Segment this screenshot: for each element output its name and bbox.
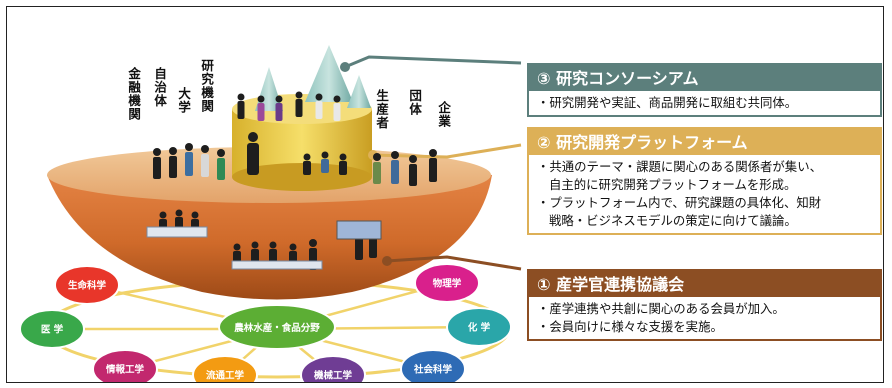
callout-line: 戦略・ビジネスモデルの策定に向けて議論。: [549, 212, 797, 228]
callout-research-platform: ② 研究開発プラットフォーム ・共通のテーマ・課題に関心のある関係者が集い、 自…: [527, 127, 882, 235]
label-university: 大学: [176, 87, 192, 114]
discipline-node: 化 学: [446, 307, 512, 347]
callout-title: ② 研究開発プラットフォーム: [527, 127, 882, 155]
discipline-node-circle: [446, 307, 512, 347]
discipline-node-label: 化 学: [468, 322, 491, 334]
discipline-node-label: 物理学: [433, 278, 462, 290]
callout-industry-academia-council: ① 産学官連携協議会 ・産学連携や共創に関心のある会員が加入。 ・会員向けに様々…: [527, 269, 882, 341]
callout-line: ・共通のテーマ・課題に関心のある関係者が集い、: [537, 159, 822, 174]
callout-body: ・産学連携や共創に関心のある会員が加入。 ・会員向けに様々な支援を実施。: [527, 297, 882, 341]
discipline-node-circle: [192, 355, 258, 382]
discipline-node-label: 生命科学: [68, 280, 107, 292]
discipline-node: 社会科学: [400, 349, 466, 382]
callout-line: ・研究開発や実証、商品開発に取組む共同体。: [537, 95, 798, 110]
callout-line: ・産学連携や共創に関心のある会員が加入。: [537, 301, 785, 316]
discipline-node-circle: [400, 349, 466, 382]
discipline-node: 医 学: [19, 309, 85, 349]
discipline-node: 情報工学: [92, 349, 158, 382]
discipline-node-label: 流通工学: [206, 370, 245, 382]
center-node-field: 農林水産・食品分野: [218, 304, 336, 350]
label-local-government: 自治体: [152, 67, 168, 108]
meeting-tables: [146, 220, 382, 270]
callout-title: ① 産学官連携協議会: [527, 269, 882, 297]
callout-research-consortium: ③ 研究コンソーシアム ・研究開発や実証、商品開発に取組む共同体。: [527, 63, 882, 117]
cone-right: [347, 75, 371, 108]
discipline-node: 生命科学: [54, 265, 120, 305]
callout-line: 自主的に研究開発プラットフォームを形成。: [549, 176, 797, 192]
discipline-node-label: 医 学: [41, 324, 64, 336]
center-node-label: 農林水産・食品分野: [234, 322, 320, 334]
discipline-node-circle: [54, 265, 120, 305]
callout-body: ・研究開発や実証、商品開発に取組む共同体。: [527, 91, 882, 117]
label-companies: 企業: [436, 101, 452, 128]
callout-body: ・共通のテーマ・課題に関心のある関係者が集い、 自主的に研究開発プラットフォーム…: [527, 155, 882, 235]
label-research-institutes: 研究機関: [199, 59, 215, 113]
discipline-node-label: 社会科学: [413, 364, 453, 376]
discipline-node-circle: [300, 355, 366, 382]
label-groups: 団体: [407, 89, 423, 116]
discipline-node: 物理学: [414, 263, 480, 303]
label-financial-institutions: 金融機関: [126, 67, 142, 121]
cone-center: [305, 45, 353, 102]
callout-title: ③ 研究コンソーシアム: [527, 63, 882, 91]
discipline-node-label: 機械工学: [314, 370, 353, 382]
discipline-node: 流通工学: [192, 355, 258, 382]
discipline-node-circle: [92, 349, 158, 382]
discipline-node-circle: [414, 263, 480, 303]
discipline-node-circle: [19, 309, 85, 349]
callout-line: ・会員向けに様々な支援を実施。: [537, 318, 723, 334]
callout-line: ・プラットフォーム内で、研究課題の具体化、知財: [537, 194, 822, 210]
discipline-node-label: 情報工学: [105, 364, 145, 376]
diagram-frame: 農林水産・食品分野 生命科学物理学医 学化 学情報工学流通工学機械工学社会科学 …: [6, 6, 884, 383]
discipline-node: 機械工学: [300, 355, 366, 382]
label-producers: 生産者: [374, 89, 390, 130]
